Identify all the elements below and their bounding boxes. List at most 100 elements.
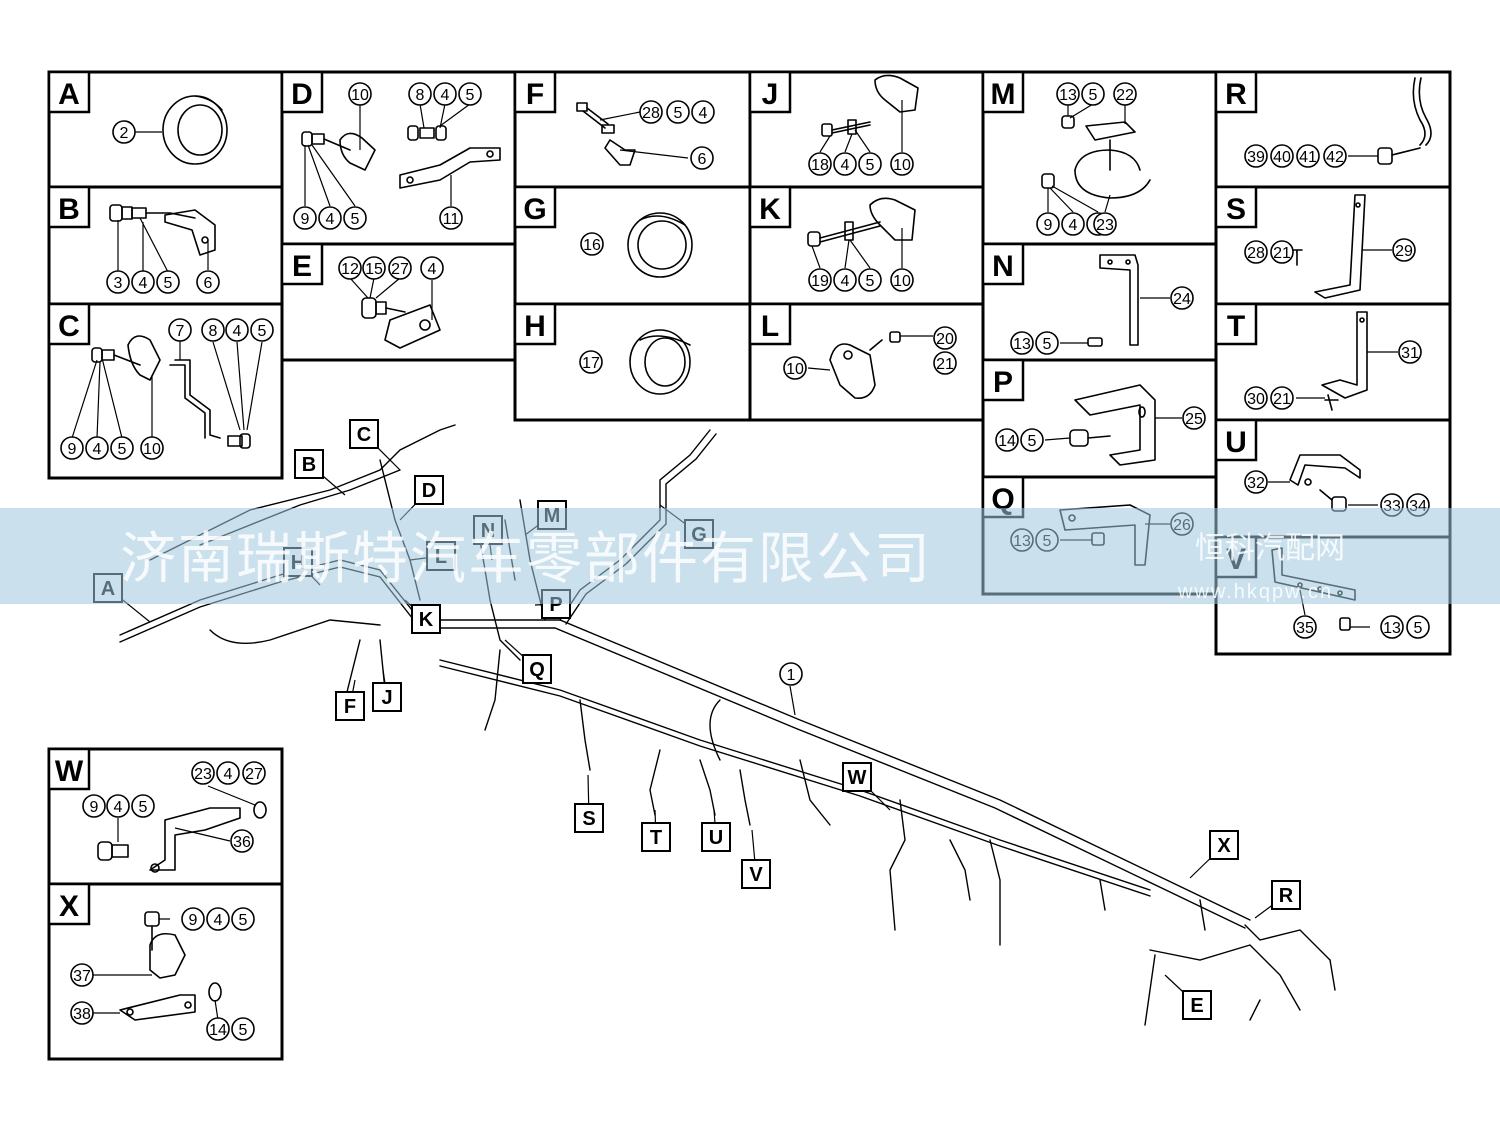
part-number: 4 — [233, 323, 242, 340]
panel-letter: D — [291, 78, 313, 111]
callout-letter: U — [709, 827, 723, 849]
part-number-circle — [106, 270, 130, 294]
part-number-circle — [70, 963, 94, 987]
callout-letter: E — [1190, 995, 1203, 1017]
part-number-circle — [1081, 82, 1105, 106]
watermark-url: www.hkqpw.cn — [1177, 581, 1333, 603]
part-sketches — [91, 74, 1432, 1021]
part-number-circle — [343, 206, 367, 230]
part-number: 4 — [93, 441, 102, 458]
bracket-sketch-t — [1321, 311, 1368, 411]
part-number-circle — [82, 794, 106, 818]
panel-letter-box — [513, 70, 557, 114]
part-number: 21 — [1273, 391, 1291, 408]
panel-letter-box — [1214, 302, 1258, 346]
part-number-circle — [181, 907, 205, 931]
callout-box — [414, 475, 444, 505]
part-number: 5 — [1043, 336, 1052, 353]
panel-letter-box — [47, 70, 91, 114]
bracket-sketch-u — [1289, 454, 1361, 512]
part-number: 4 — [428, 261, 437, 278]
part-number-circle — [110, 436, 134, 460]
part-number: 10 — [351, 87, 369, 104]
panel-letter-box — [748, 302, 792, 346]
part-number-circle — [408, 82, 432, 106]
part-number: 9 — [1044, 217, 1053, 234]
part-number: 20 — [936, 331, 954, 348]
part-number: 39 — [1247, 149, 1265, 166]
part-number: 10 — [893, 157, 911, 174]
part-number: 5 — [674, 105, 683, 122]
callout-box — [701, 822, 731, 852]
part-number-circle — [858, 268, 882, 292]
part-number-circle — [639, 100, 663, 124]
part-number: 7 — [176, 323, 185, 340]
part-number-circle — [579, 350, 603, 374]
part-number-circle — [1010, 331, 1034, 355]
part-number-circle — [1380, 615, 1404, 639]
panel-letter: L — [761, 310, 779, 343]
part-number-circle — [890, 268, 914, 292]
part-number-circle — [140, 436, 164, 460]
part-number: 4 — [841, 273, 850, 290]
part-number-circle — [191, 761, 215, 785]
part-number: 23 — [1096, 217, 1114, 234]
panel-letter-box — [280, 242, 324, 286]
part-number: 8 — [209, 323, 218, 340]
part-number: 12 — [341, 261, 359, 278]
part-number: 35 — [1296, 620, 1314, 637]
part-number-circle — [196, 270, 220, 294]
panel-letter-box — [981, 242, 1025, 286]
main-part-callout: 1 — [779, 662, 803, 716]
watermark-company: 济南瑞斯特汽车零部件有限公司 — [120, 527, 932, 590]
part-number-circle — [206, 907, 230, 931]
clip-bracket-sketch-c — [91, 335, 251, 449]
part-number-circle — [1061, 212, 1085, 236]
part-number-circle — [1323, 144, 1347, 168]
callout-box — [741, 859, 771, 889]
part-number: 19 — [811, 273, 829, 290]
part-number-circle — [216, 761, 240, 785]
callout-letter: X — [1217, 835, 1231, 857]
main-part-number: 1 — [787, 667, 796, 684]
part-number: 17 — [582, 355, 600, 372]
part-number: 14 — [998, 433, 1016, 450]
callout-letter: B — [302, 454, 316, 476]
callout-letter: S — [582, 808, 595, 830]
part-number-circle — [808, 268, 832, 292]
panel-letter: N — [992, 250, 1014, 283]
part-number-circle — [293, 206, 317, 230]
part-number: 31 — [1401, 345, 1419, 362]
panel-letter-box — [513, 302, 557, 346]
part-number-circle — [691, 100, 715, 124]
panel-letter: C — [58, 310, 80, 343]
part-number: 5 — [239, 912, 248, 929]
part-number-circle — [112, 120, 136, 144]
part-number: 4 — [214, 912, 223, 929]
part-number: 18 — [811, 157, 829, 174]
part-number: 38 — [73, 1006, 91, 1023]
part-number-circle — [201, 318, 225, 342]
part-number-circle — [1244, 470, 1268, 494]
part-number-circle — [131, 270, 155, 294]
callout-letter: Q — [529, 659, 545, 681]
part-number-circle — [858, 152, 882, 176]
panel-letter-box — [280, 70, 324, 114]
panel-letter: F — [526, 78, 544, 111]
part-number: 37 — [73, 968, 91, 985]
part-number: 5 — [866, 157, 875, 174]
part-number-circle — [1392, 238, 1416, 262]
part-number-circle — [580, 232, 604, 256]
part-number-circle — [1182, 406, 1206, 430]
panel-letter: B — [58, 193, 80, 226]
panel-letter: W — [55, 755, 84, 788]
part-number: 4 — [441, 87, 450, 104]
panel-letter: Q — [991, 483, 1014, 516]
part-number-circle — [1270, 144, 1294, 168]
bracket-sketch-x — [119, 911, 222, 1021]
part-number-circle — [318, 206, 342, 230]
part-number: 13 — [1059, 87, 1077, 104]
part-number: 2 — [120, 125, 129, 142]
part-number: 30 — [1247, 391, 1265, 408]
